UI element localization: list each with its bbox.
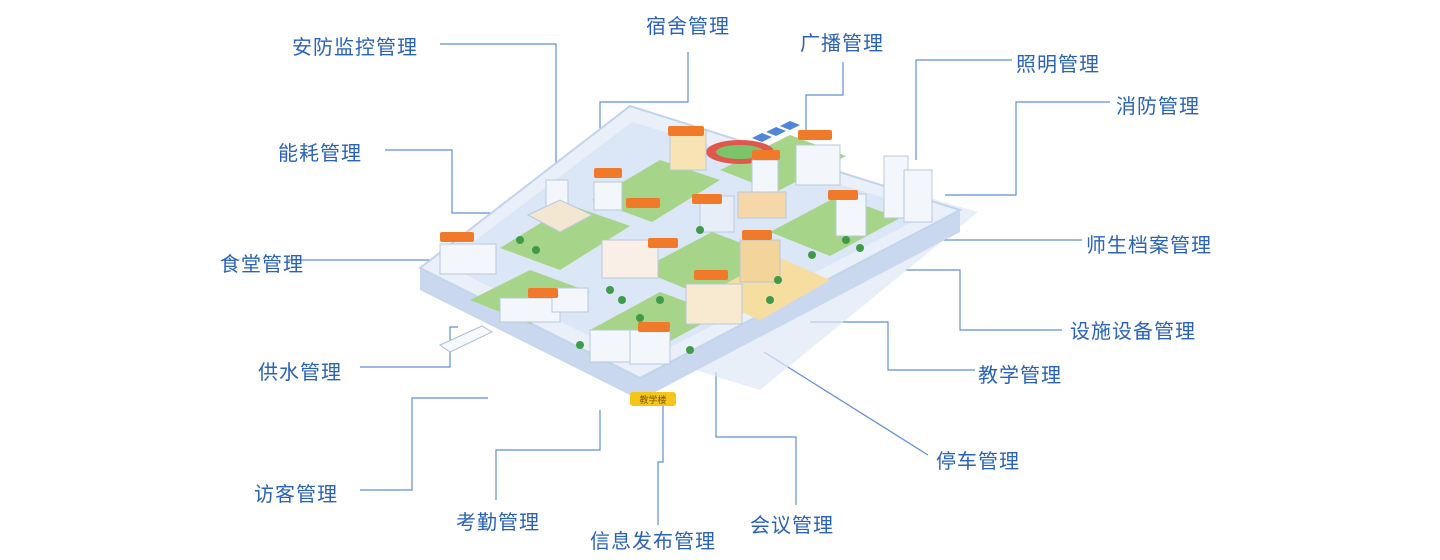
map-tag (594, 168, 622, 178)
label-security: 安防监控管理 (292, 35, 418, 59)
label-records: 师生档案管理 (1086, 233, 1212, 257)
trees (516, 226, 864, 354)
highlight-tag (630, 392, 676, 406)
map-tag (638, 322, 670, 332)
label-energy: 能耗管理 (278, 141, 362, 165)
tablet-side (420, 210, 960, 400)
green-block (770, 196, 900, 256)
map-tag (528, 288, 558, 298)
map-tag (692, 194, 722, 204)
label-dormitory: 宿舍管理 (646, 14, 730, 38)
map-tag (648, 238, 678, 248)
label-canteen: 食堂管理 (220, 252, 304, 276)
map-tag (798, 130, 832, 140)
map-tag (440, 232, 474, 242)
label-water: 供水管理 (258, 360, 342, 384)
map-tag (694, 270, 728, 280)
label-fire: 消防管理 (1116, 94, 1200, 118)
label-visitor: 访客管理 (254, 482, 338, 506)
map-tag (742, 230, 772, 240)
label-lighting: 照明管理 (1016, 52, 1100, 76)
map-tag (828, 190, 858, 200)
card-reader (438, 325, 494, 353)
map-tag-text: 教学楼 (639, 396, 667, 406)
map-tag (752, 150, 780, 160)
solar-panels (752, 121, 800, 142)
map-tags (440, 126, 858, 332)
green-block (500, 205, 630, 270)
green-block (592, 160, 720, 222)
label-info-release: 信息发布管理 (590, 529, 716, 553)
map-tag (668, 126, 704, 136)
label-attendance: 考勤管理 (456, 510, 540, 534)
label-meeting: 会议管理 (750, 513, 834, 537)
label-broadcast: 广播管理 (800, 31, 884, 55)
label-parking: 停车管理 (936, 449, 1020, 473)
label-facilities: 设施设备管理 (1070, 319, 1196, 343)
map-tag (626, 198, 660, 208)
label-teaching: 教学管理 (978, 363, 1062, 387)
